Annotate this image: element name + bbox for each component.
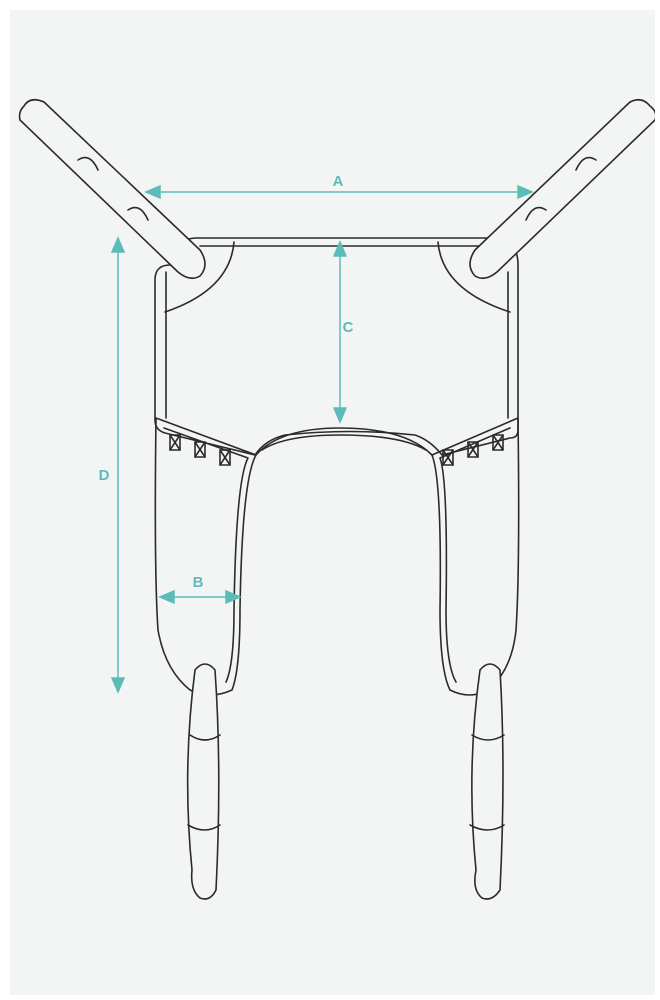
bottom-right-strap [469, 663, 505, 900]
left-shoulder-flap [164, 241, 235, 313]
sling-diagram: A C D B [10, 10, 657, 995]
right-vent-1 [442, 449, 454, 466]
right-leg-piece [431, 417, 520, 696]
right-shoulder-flap [437, 241, 511, 313]
dimension-d-top-arrowhead [110, 236, 126, 253]
diagram-background [10, 10, 655, 995]
right-vent-3 [492, 434, 504, 451]
dimension-a-left-arrowhead [144, 184, 161, 200]
dimension-a-right-arrowhead [517, 184, 534, 200]
sling-diagram-svg: A C D B [10, 10, 657, 995]
left-vent-2 [194, 441, 206, 458]
crotch-arch-inner [261, 434, 427, 451]
top-left-strap [18, 98, 206, 280]
dimension-c-top-arrowhead [332, 240, 348, 257]
left-vent-1 [169, 434, 181, 451]
bottom-left-strap [186, 663, 221, 900]
crotch-arch [255, 427, 433, 456]
label-a: A [333, 173, 344, 190]
dimension-c-bottom-arrowhead [332, 407, 348, 424]
dimension-b-left-arrowhead [158, 589, 175, 605]
label-d: D [99, 467, 110, 484]
dimension-d-bottom-arrowhead [110, 677, 126, 694]
right-vent-2 [467, 441, 479, 458]
label-c: C [343, 319, 354, 336]
dimension-b-right-arrowhead [225, 589, 242, 605]
label-b: B [193, 574, 204, 591]
left-vent-3 [219, 449, 231, 466]
